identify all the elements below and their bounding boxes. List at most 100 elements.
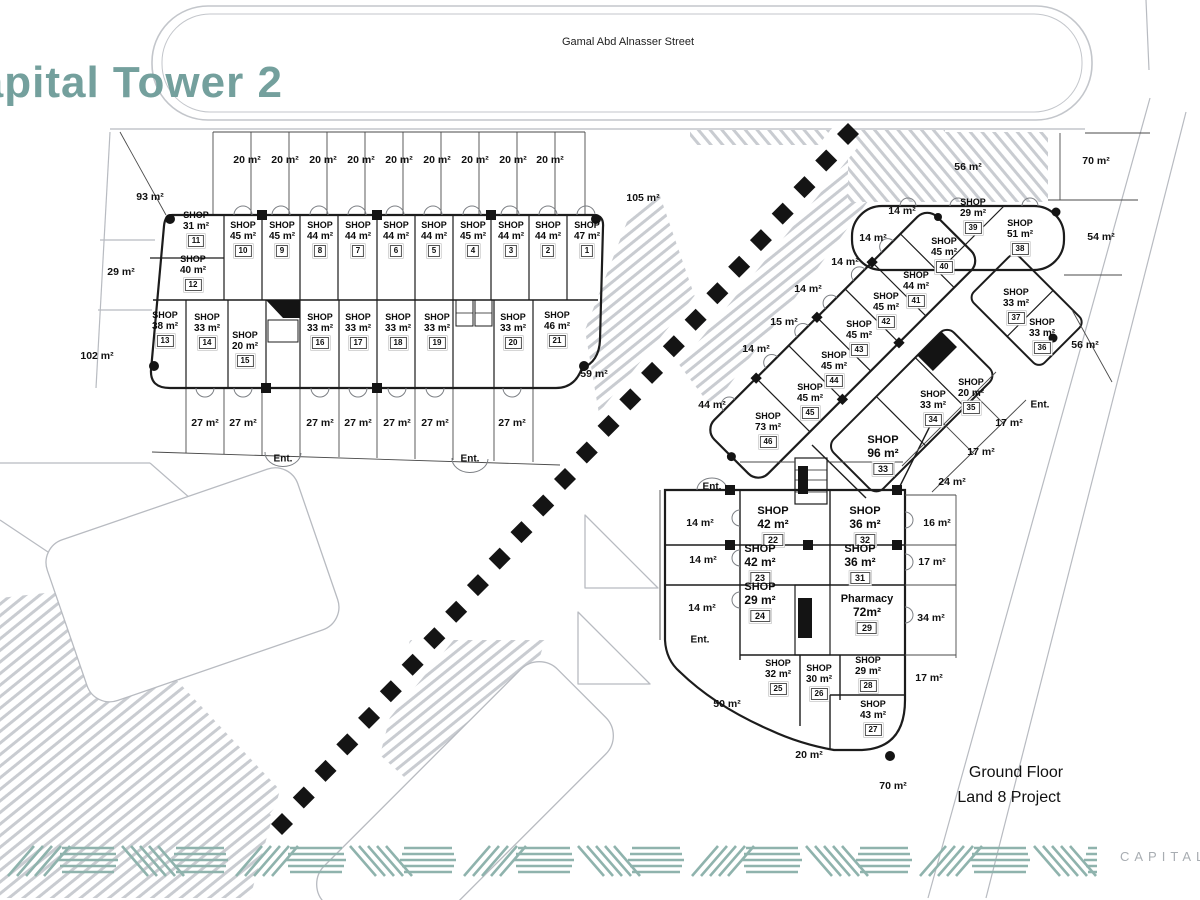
footer-pattern <box>0 843 1097 885</box>
shop-area: 38 m² <box>151 321 179 332</box>
shop-type: SHOP <box>500 312 526 322</box>
shop-number-chip: 15 <box>236 355 254 367</box>
shop-area: 44 m² <box>344 231 372 242</box>
area-label: 14 m² <box>859 232 887 244</box>
area-label: 17 m² <box>915 672 943 684</box>
entrance-label: Ent. <box>1030 399 1050 411</box>
area-label: 105 m² <box>626 192 660 204</box>
shop-number-chip: 25 <box>769 683 787 695</box>
shop-number-chip: 2 <box>541 245 555 257</box>
shop-area: 47 m² <box>573 231 601 242</box>
shop-area: 44 m² <box>306 231 334 242</box>
shop-number-chip: 40 <box>935 261 953 273</box>
shop-area: 45 m² <box>268 231 296 242</box>
area-label: 14 m² <box>794 283 822 295</box>
lower-building <box>659 457 957 761</box>
area-label: 56 m² <box>954 161 982 173</box>
shop-type: SHOP <box>797 382 823 392</box>
shop-type: SHOP <box>755 411 781 421</box>
shop-area: 32 m² <box>764 669 792 680</box>
shop-number-chip: 33 <box>872 463 894 475</box>
shop-area: 31 m² <box>182 221 210 232</box>
area-label: 27 m² <box>306 417 334 429</box>
shop-area: 36 m² <box>849 517 881 531</box>
area-label: 20 m² <box>795 749 823 761</box>
caption-line1: Ground Floor <box>968 764 1064 781</box>
area-label: 93 m² <box>136 191 164 203</box>
shop-area: 30 m² <box>805 674 833 685</box>
street-name-label: Gamal Abd Alnasser Street <box>561 36 695 48</box>
shop-number-chip: 11 <box>187 235 205 247</box>
shop-type: SHOP <box>460 220 486 230</box>
shop-number-chip: 44 <box>825 375 843 387</box>
shop-area: 36 m² <box>844 555 876 569</box>
shop-type: SHOP <box>421 220 447 230</box>
shop-type: SHOP <box>920 389 946 399</box>
shop-area: 44 m² <box>902 281 930 292</box>
shop-type: SHOP <box>844 543 876 555</box>
shop-number-chip: 32 <box>854 534 876 546</box>
shop-number-chip: 42 <box>877 316 895 328</box>
shop-number-chip: 39 <box>964 222 982 234</box>
area-label: 14 m² <box>689 554 717 566</box>
shop-number-chip: 43 <box>850 344 868 356</box>
area-label: 27 m² <box>344 417 372 429</box>
area-label: 16 m² <box>923 517 951 529</box>
shop-number-chip: 1 <box>580 245 594 257</box>
area-label: 20 m² <box>309 154 337 166</box>
shop-type: SHOP <box>744 543 776 555</box>
shop-type: SHOP <box>194 312 220 322</box>
shop-number-chip: 12 <box>184 279 202 291</box>
shop-number-chip: 18 <box>389 337 407 349</box>
area-label: 17 m² <box>967 446 995 458</box>
shop-number-chip: 38 <box>1011 243 1029 255</box>
area-label: 102 m² <box>80 350 114 362</box>
shop-type: SHOP <box>1003 287 1029 297</box>
shop-area: 33 m² <box>1028 328 1056 339</box>
shop-area: 45 m² <box>872 302 900 313</box>
area-label: 50 m² <box>713 698 741 710</box>
right-building <box>709 132 1150 499</box>
brand-logo-text: CAPITAL <box>1120 849 1200 864</box>
left-building <box>119 131 605 473</box>
shop-area: 40 m² <box>179 265 207 276</box>
shop-area: 42 m² <box>757 517 789 531</box>
area-label: 20 m² <box>271 154 299 166</box>
area-label: 20 m² <box>233 154 261 166</box>
shop-number-chip: 10 <box>234 245 252 257</box>
shop-number-chip: 27 <box>864 724 882 736</box>
shop-area: 44 m² <box>382 231 410 242</box>
shop-area: 33 m² <box>306 323 334 334</box>
shop-area: 33 m² <box>344 323 372 334</box>
shop-area: 73 m² <box>754 422 782 433</box>
shop-type: SHOP <box>860 699 886 709</box>
entrance-label: Ent. <box>702 481 722 493</box>
shop-number-chip: 5 <box>427 245 441 257</box>
crosswalk <box>269 123 861 835</box>
shop-type: Pharmacy <box>840 593 894 605</box>
shop-number-chip: 14 <box>198 337 216 349</box>
shop-number-chip: 36 <box>1033 342 1051 354</box>
shop-number-chip: 16 <box>311 337 329 349</box>
